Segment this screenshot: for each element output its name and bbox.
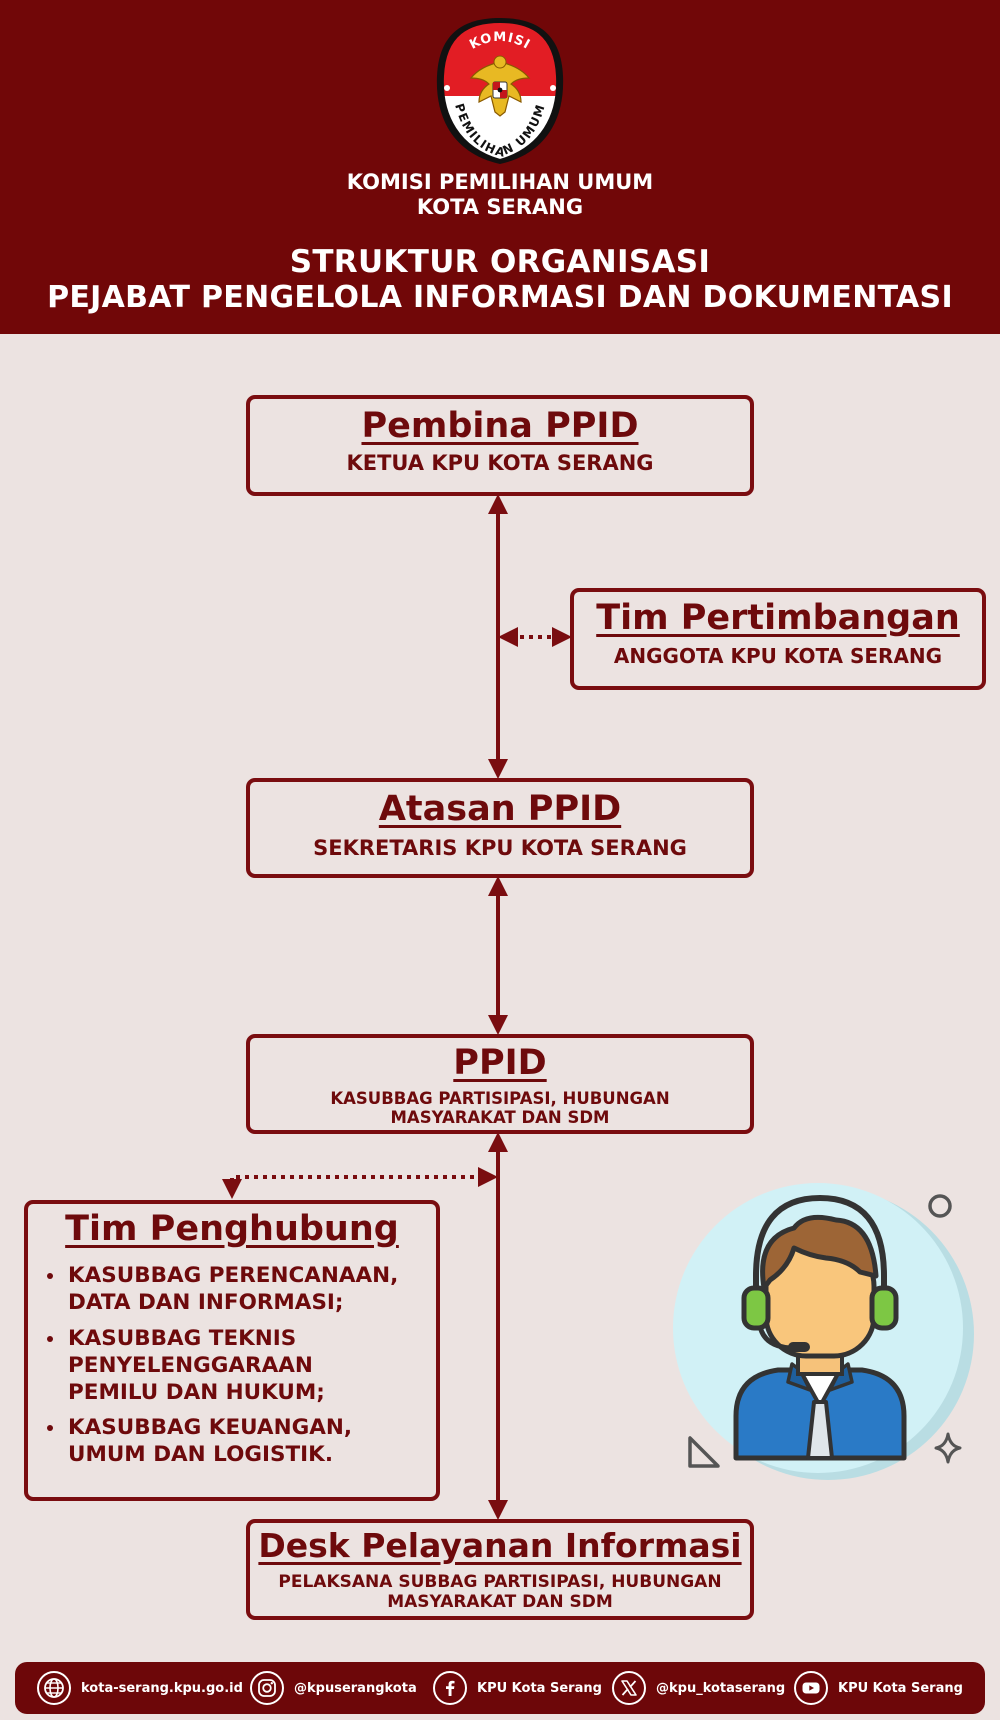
garuda-emblem-icon: [469, 55, 531, 117]
social-label: kota-serang.kpu.go.id: [81, 1680, 243, 1696]
sparkle-decoration-icon: [934, 1432, 962, 1464]
header-banner: KOMISI PEMILIHAN UMUM KOMISI PEMILIHAN U…: [0, 0, 1000, 334]
page-title-line1: STRUKTUR ORGANISASI: [289, 244, 711, 280]
list-item-line: PEMILU DAN HUKUM;: [68, 1379, 325, 1405]
list-item-line: DATA DAN INFORMASI;: [68, 1289, 344, 1315]
customer-service-agent-icon: [673, 1183, 974, 1480]
node-tim-pertimbangan: Tim Pertimbangan ANGGOTA KPU KOTA SERANG: [570, 588, 986, 690]
node-title: Tim Pertimbangan: [596, 598, 960, 638]
list-item-line: KASUBBAG PERENCANAAN,: [68, 1263, 399, 1288]
social-x-link[interactable]: @kpu_kotaserang: [612, 1662, 785, 1714]
node-subtitle-line1: KASUBBAG PARTISIPASI, HUBUNGAN: [330, 1089, 670, 1108]
node-tim-penghubung: Tim Penghubung KASUBBAG PERENCANAAN, DAT…: [24, 1200, 440, 1501]
list-item: KASUBBAG KEUANGAN, UMUM DAN LOGISTIK.: [66, 1415, 436, 1469]
social-label: KPU Kota Serang: [477, 1680, 602, 1696]
node-subtitle: KETUA KPU KOTA SERANG: [346, 451, 654, 475]
social-youtube-link[interactable]: KPU Kota Serang: [794, 1662, 963, 1714]
node-ppid: PPID KASUBBAG PARTISIPASI, HUBUNGAN MASY…: [246, 1034, 754, 1134]
social-label: @kpuserangkota: [294, 1680, 417, 1696]
footer-social-bar: kota-serang.kpu.go.id @kpuserangkota KPU…: [15, 1662, 985, 1714]
instagram-icon: [250, 1671, 284, 1705]
node-subtitle: KASUBBAG PARTISIPASI, HUBUNGAN MASYARAKA…: [250, 1089, 750, 1128]
globe-icon: [37, 1671, 71, 1705]
node-subtitle-line1: PELAKSANA SUBBAG PARTISIPASI, HUBUNGAN: [278, 1572, 722, 1592]
node-subtitle: PELAKSANA SUBBAG PARTISIPASI, HUBUNGAN M…: [250, 1572, 750, 1612]
node-subtitle: ANGGOTA KPU KOTA SERANG: [613, 644, 943, 668]
list-item-line: UMUM DAN LOGISTIK.: [68, 1442, 333, 1468]
circle-decoration-icon: [928, 1194, 952, 1218]
list-item-line: PENYELENGGARAAN: [68, 1352, 313, 1378]
x-icon: [612, 1671, 646, 1705]
node-subtitle: SEKRETARIS KPU KOTA SERANG: [313, 836, 687, 860]
svg-text:KOMISI: KOMISI: [467, 30, 533, 53]
node-title: PPID: [453, 1043, 547, 1083]
list-item-line: KASUBBAG TEKNIS: [68, 1325, 297, 1351]
youtube-icon: [794, 1671, 828, 1705]
facebook-icon: [433, 1671, 467, 1705]
social-instagram-link[interactable]: @kpuserangkota: [250, 1662, 417, 1714]
kpu-logo: KOMISI PEMILIHAN UMUM: [436, 18, 564, 164]
list-item-line: KASUBBAG KEUANGAN,: [68, 1415, 353, 1441]
node-title: Pembina PPID: [361, 406, 639, 446]
node-title: Tim Penghubung: [65, 1209, 399, 1249]
social-website-link[interactable]: kota-serang.kpu.go.id: [37, 1662, 243, 1714]
org-name-line2: KOTA SERANG: [416, 195, 584, 219]
list-item: KASUBBAG TEKNIS PENYELENGGARAAN PEMILU D…: [66, 1326, 436, 1407]
node-pembina-ppid: Pembina PPID KETUA KPU KOTA SERANG: [246, 395, 754, 496]
penghubung-member-list: KASUBBAG PERENCANAAN, DATA DAN INFORMASI…: [28, 1263, 436, 1469]
node-atasan-ppid: Atasan PPID SEKRETARIS KPU KOTA SERANG: [246, 778, 754, 878]
node-subtitle-line2: MASYARAKAT DAN SDM: [387, 1591, 613, 1612]
list-item: KASUBBAG PERENCANAAN, DATA DAN INFORMASI…: [66, 1263, 436, 1317]
page-title-line2: PEJABAT PENGELOLA INFORMASI DAN DOKUMENT…: [47, 280, 953, 315]
connector-penghubung: [222, 1175, 492, 1199]
node-desk-pelayanan: Desk Pelayanan Informasi PELAKSANA SUBBA…: [246, 1519, 754, 1620]
triangle-decoration-icon: [688, 1436, 720, 1468]
social-facebook-link[interactable]: KPU Kota Serang: [433, 1662, 602, 1714]
org-name-line1: KOMISI PEMILIHAN UMUM: [346, 170, 654, 194]
social-label: KPU Kota Serang: [838, 1680, 963, 1696]
social-label: @kpu_kotaserang: [656, 1680, 786, 1696]
node-title: Atasan PPID: [378, 789, 622, 829]
node-subtitle-line2: MASYARAKAT DAN SDM: [390, 1107, 610, 1127]
node-title: Desk Pelayanan Informasi: [258, 1526, 742, 1565]
